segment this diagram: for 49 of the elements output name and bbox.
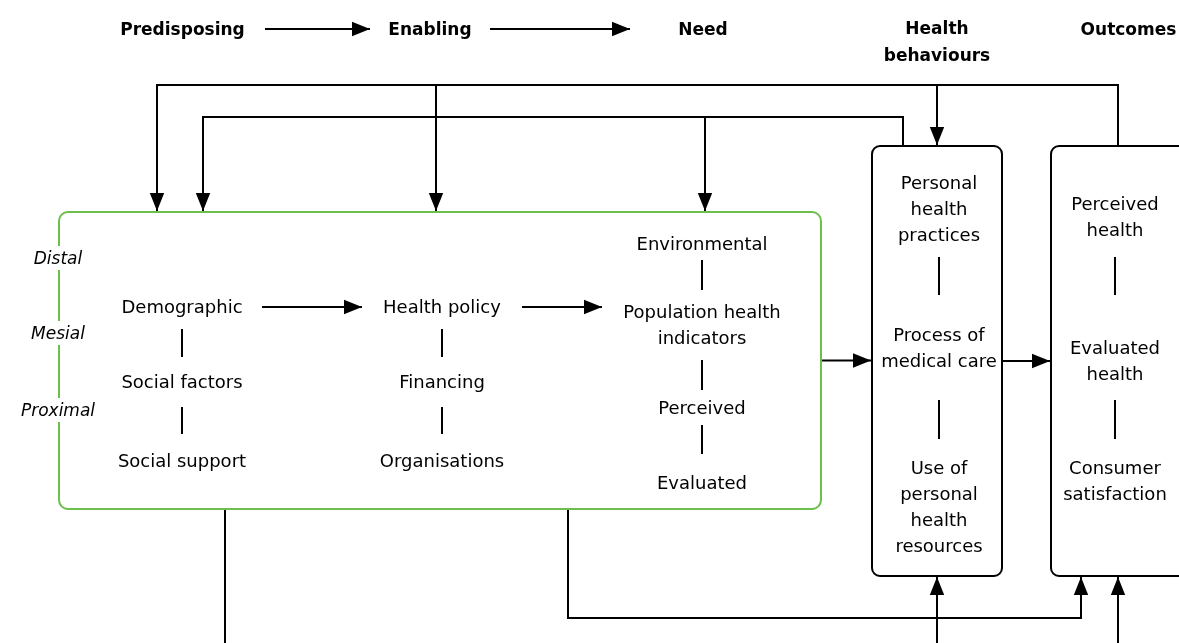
arrow [521,299,603,315]
arrow [567,509,1089,619]
connector-line [181,406,183,435]
connector-line [224,509,226,643]
connector-line [1114,256,1116,296]
factor-label: Personal health practices [896,170,982,247]
column-heading: Health behaviours [882,17,992,67]
arrow [1110,576,1126,643]
column-heading: Outcomes [1080,17,1177,41]
level-label: Distal [32,246,84,270]
connector-line [1114,399,1116,440]
connector-line [701,359,703,391]
level-label: Proximal [19,398,97,422]
arrow [1002,353,1051,369]
connector-line [701,424,703,455]
factor-label: Social factors [121,370,243,394]
factor-label: Population health indicators [622,300,782,350]
factor-label: Perceived health [1070,192,1160,242]
arrow [697,116,904,212]
factor-label: Consumer satisfaction [1062,456,1168,506]
factor-label: Evaluated health [1068,335,1162,386]
factor-label: Demographic [121,295,243,319]
level-label: Mesial [30,321,86,345]
factor-label: Evaluated [656,471,748,495]
connector-line [181,328,183,358]
column-heading: Enabling [388,17,472,41]
connector-line [441,328,443,358]
factor-label: Use of personal health resources [894,455,984,558]
connector-line [938,399,940,440]
arrow [929,576,945,643]
factor-label: Environmental [636,232,768,256]
arrow [821,353,872,368]
factor-label: Process of medical care [880,322,998,373]
arrow [929,84,1119,146]
connector-line [938,256,940,296]
factor-label: Organisations [379,449,505,473]
arrow [264,21,371,37]
connector-line [441,406,443,435]
arrow [261,299,363,315]
column-heading: Need [678,17,728,41]
connector-line [701,259,703,291]
rounded-box [871,145,1003,577]
factor-label: Health policy [383,295,501,319]
factor-label: Financing [399,370,485,394]
arrow [489,21,631,37]
column-heading: Predisposing [120,17,245,41]
factor-label: Perceived [658,395,746,420]
rounded-box [1050,145,1179,577]
factor-label: Social support [117,449,247,473]
